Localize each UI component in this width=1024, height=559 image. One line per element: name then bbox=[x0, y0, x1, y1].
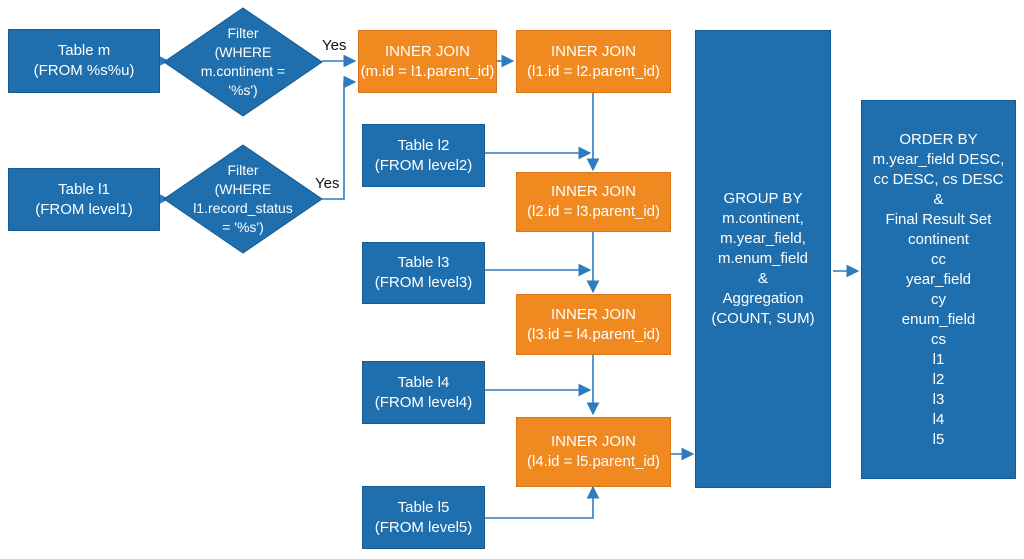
table-l4-node-line: Table l4 bbox=[397, 373, 450, 391]
order-by-node-line: enum_field bbox=[901, 310, 976, 328]
order-by-node-line: year_field bbox=[905, 270, 972, 288]
inner-join-4-line: INNER JOIN bbox=[550, 305, 636, 323]
order-by-node-line: l2 bbox=[932, 370, 945, 388]
order-by-node: ORDER BY m.year_field DESC, cc DESC, cs DE… bbox=[861, 100, 1016, 479]
order-by-node-line: continent bbox=[908, 230, 969, 248]
group-by-node-line: m.continent, bbox=[722, 210, 804, 227]
table-l5-node-line: (FROM level5) bbox=[374, 518, 473, 536]
table-l5-node-line: Table l5 bbox=[397, 498, 450, 516]
table-m-node-line: Table m bbox=[57, 42, 111, 59]
order-by-node-line: m.year_field DESC, bbox=[872, 150, 1005, 168]
order-by-node-line: l4 bbox=[932, 410, 945, 428]
table-l3-node: Table l3 (FROM level3) bbox=[362, 242, 485, 304]
order-by-node-line: cc DESC, cs DESC bbox=[873, 170, 1004, 188]
arrow-filter-l1-to-join1 bbox=[322, 75, 357, 200]
filter-m-text-line: (WHERE bbox=[214, 44, 272, 60]
table-l1-node-line: (FROM level1) bbox=[35, 200, 133, 218]
inner-join-2-line: INNER JOIN bbox=[550, 42, 636, 60]
group-by-node: GROUP BY m.continent, m.year_field, m.enum_… bbox=[695, 30, 831, 488]
table-m-node: Table m (FROM %s%u) bbox=[8, 29, 160, 93]
filter-l1-text-line: Filter bbox=[227, 162, 259, 178]
inner-join-5-line: INNER JOIN bbox=[550, 433, 636, 450]
group-by-node-line: GROUP BY bbox=[723, 190, 803, 207]
table-l2-node-line: Table l2 bbox=[397, 136, 450, 154]
order-by-node-line: ORDER BY bbox=[899, 130, 978, 148]
inner-join-1: INNER JOIN (m.id = l1.parent_id) bbox=[358, 30, 497, 93]
inner-join-2: INNER JOIN (l1.id = l2.parent_id) bbox=[516, 30, 671, 93]
order-by-node-line: l5 bbox=[932, 430, 945, 448]
inner-join-5: INNER JOIN (l4.id = l5.parent_id) bbox=[516, 417, 671, 487]
order-by-node-line: l1 bbox=[932, 350, 945, 368]
filter-diamond-l1 bbox=[163, 144, 323, 254]
yes-label-filter-l1: Yes bbox=[315, 175, 340, 192]
inner-join-3-line: INNER JOIN bbox=[550, 183, 636, 200]
table-l3-node-line: (FROM level3) bbox=[374, 274, 473, 291]
yes-label-filter-m: Yes bbox=[322, 37, 347, 54]
filter-l1-text-line: = '%s') bbox=[222, 219, 264, 235]
group-by-node-line: (COUNT, SUM) bbox=[711, 310, 815, 327]
filter-m-text-line: '%s') bbox=[228, 82, 258, 98]
table-l4-node: Table l4 (FROM level4) bbox=[362, 361, 485, 424]
filter-m-text: Filter (WHERE m.continent = '%s') bbox=[183, 16, 303, 108]
filter-l1-text-line: l1.record_status bbox=[193, 200, 293, 216]
order-by-node-line: cc bbox=[931, 250, 946, 268]
filter-m-text-line: m.continent = bbox=[200, 63, 286, 79]
order-by-node-line: cs bbox=[931, 330, 946, 348]
filter-m-text-line: Filter bbox=[227, 25, 259, 41]
table-m-node-line: (FROM %s%u) bbox=[33, 62, 135, 79]
table-l4-node-line: (FROM level4) bbox=[374, 393, 473, 411]
inner-join-4-line: (l3.id = l4.parent_id) bbox=[527, 325, 660, 343]
group-by-node-line: m.year_field, bbox=[720, 230, 806, 247]
table-l1-node: Table l1 (FROM level1) bbox=[8, 168, 160, 231]
group-by-node-line: m.enum_field bbox=[717, 250, 809, 267]
table-l5-node: Table l5 (FROM level5) bbox=[362, 486, 485, 549]
inner-join-5-line: (l4.id = l5.parent_id) bbox=[527, 453, 660, 470]
arrow-table-l5-to-join5 bbox=[485, 485, 600, 519]
inner-join-4: INNER JOIN (l3.id = l4.parent_id) bbox=[516, 294, 671, 355]
filter-l1-text-line: (WHERE bbox=[214, 181, 272, 197]
order-by-node-line: & bbox=[933, 190, 944, 208]
inner-join-1-line: INNER JOIN bbox=[384, 42, 470, 60]
order-by-node-line: Final Result Set bbox=[885, 210, 992, 228]
inner-join-2-line: (l1.id = l2.parent_id) bbox=[527, 62, 660, 80]
group-by-node-line: & bbox=[757, 270, 768, 287]
order-by-node-line: l3 bbox=[932, 390, 945, 408]
order-by-node-line: cy bbox=[931, 290, 946, 308]
table-l2-node-line: (FROM level2) bbox=[374, 156, 473, 174]
inner-join-1-line: (m.id = l1.parent_id) bbox=[360, 62, 495, 80]
filter-diamond-m bbox=[163, 7, 323, 117]
inner-join-3-line: (l2.id = l3.parent_id) bbox=[527, 203, 660, 220]
group-by-node-line: Aggregation bbox=[722, 290, 804, 307]
table-l3-node-line: Table l3 bbox=[397, 254, 450, 271]
filter-l1-text: Filter (WHERE l1.record_status = '%s') bbox=[183, 153, 303, 245]
table-l1-node-line: Table l1 bbox=[58, 180, 110, 198]
table-l2-node: Table l2 (FROM level2) bbox=[362, 124, 485, 187]
inner-join-3: INNER JOIN (l2.id = l3.parent_id) bbox=[516, 172, 671, 232]
